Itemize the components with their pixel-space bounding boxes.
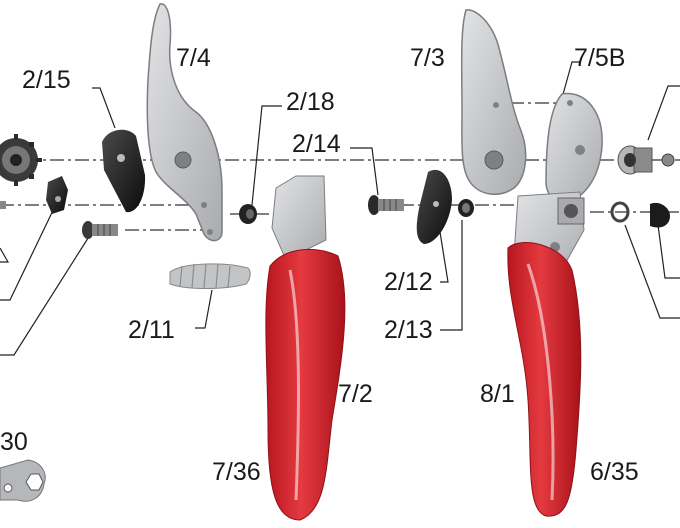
gear-part <box>0 134 42 186</box>
pin-part-left <box>0 201 6 209</box>
part-7-2-handle <box>265 175 346 521</box>
leader-7-5b <box>561 61 580 99</box>
leader-edge-low <box>657 224 680 279</box>
part-7-3-blade <box>460 9 527 195</box>
leader-left-1 <box>0 199 59 301</box>
part-2-13-washer <box>458 199 474 217</box>
part-7-4-blade <box>146 3 223 242</box>
leader-left-3 <box>0 247 10 263</box>
label-2-13: 2/13 <box>384 316 433 344</box>
label-7-5b: 7/5B <box>574 44 625 72</box>
leader-lines <box>0 61 680 356</box>
part-8-1-handle <box>507 191 585 517</box>
leader-2-13 <box>440 220 463 331</box>
leader-2-18 <box>251 105 282 206</box>
leader-left-2 <box>0 234 91 356</box>
label-2-12: 2/12 <box>384 268 433 296</box>
label-7-4: 7/4 <box>176 44 211 72</box>
part-2-12-cam <box>416 169 452 244</box>
leader-edge-mid <box>624 224 680 319</box>
right-ring <box>610 201 630 223</box>
label-30: 30 <box>0 428 28 456</box>
wrench-tool <box>0 459 46 502</box>
label-2-14: 2/14 <box>292 130 341 158</box>
label-2-18: 2/18 <box>286 88 335 116</box>
part-labels: 7/4 2/15 2/18 2/14 7/3 7/5B 2/12 2/13 2/… <box>0 44 639 486</box>
leader-2-14 <box>350 147 379 196</box>
part-2-15-plate <box>102 129 146 213</box>
part-7-5b-anvil <box>545 92 603 204</box>
label-2-11: 2/11 <box>128 316 175 344</box>
right-small-washer <box>661 153 675 167</box>
ratchet-part <box>46 176 68 214</box>
label-6-35: 6/35 <box>590 458 639 486</box>
part-2-14-screw <box>368 195 404 215</box>
label-7-3: 7/3 <box>410 44 445 72</box>
right-bushing <box>617 145 653 175</box>
leader-2-15 <box>92 87 116 129</box>
right-cap <box>650 202 670 228</box>
part-2-18-nut <box>239 204 257 224</box>
leader-2-12 <box>439 231 449 283</box>
label-7-2: 7/2 <box>338 380 373 408</box>
label-7-36: 7/36 <box>212 458 261 486</box>
screw-left <box>82 221 118 239</box>
label-8-1: 8/1 <box>480 380 515 408</box>
leader-edge-top <box>647 85 680 141</box>
label-2-15: 2/15 <box>22 66 71 94</box>
leader-2-11 <box>195 289 213 329</box>
